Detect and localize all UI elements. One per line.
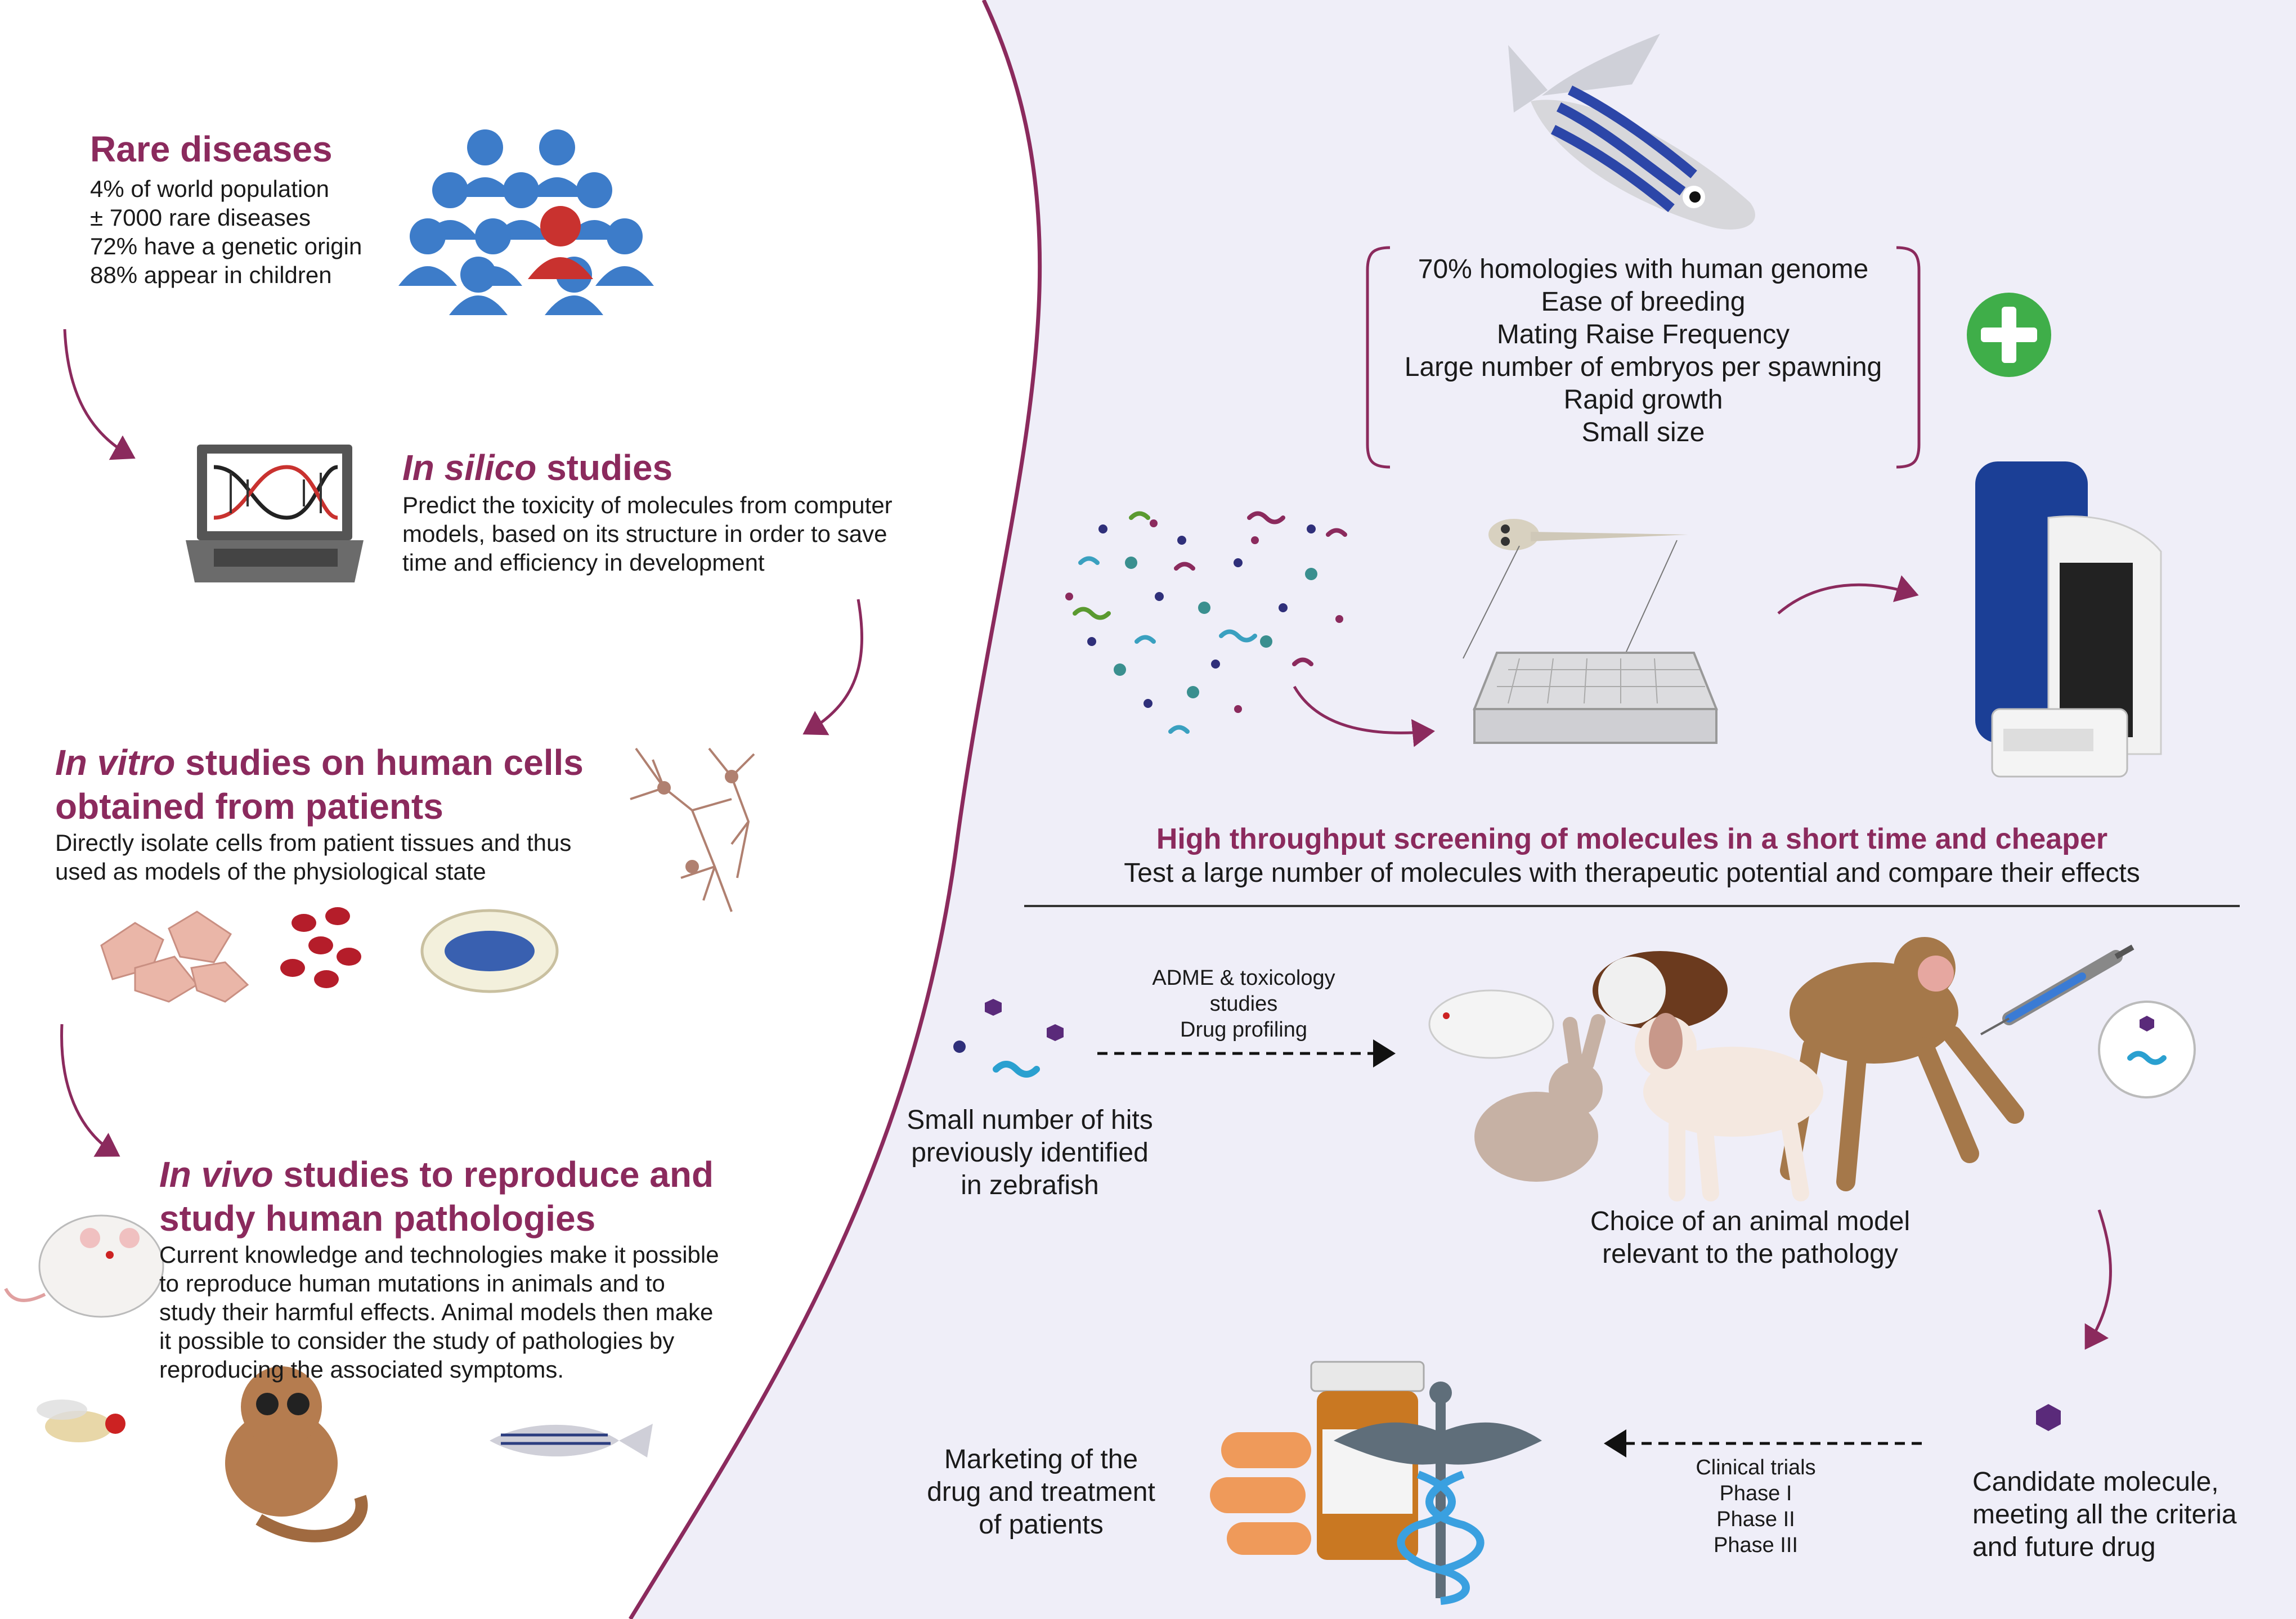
fruit-fly-icon: [37, 1400, 125, 1442]
in-vivo-title: In vivo studies to reproduce and study h…: [159, 1152, 714, 1240]
in-vitro-title: In vitro studies on human cells obtained…: [55, 741, 584, 828]
in-vivo-title-rest: studies to reproduce and: [273, 1154, 714, 1195]
mouse-lemur-icon: [225, 1366, 368, 1542]
marketing-line: of patients: [979, 1510, 1104, 1540]
crowd-icon: [398, 129, 654, 315]
hits-label: Small number of hits previously identifi…: [878, 1104, 1182, 1202]
clinical-trials-label: Clinical trials Phase I Phase II Phase I…: [1660, 1455, 1851, 1558]
advantage-item: Mating Raise Frequency: [1496, 320, 1790, 349]
candidate-line: Candidate molecule,: [1972, 1467, 2219, 1497]
rare-diseases-facts: 4% of world population ± 7000 rare disea…: [90, 174, 362, 289]
hits-label-line: previously identified: [911, 1138, 1149, 1168]
in-vivo-title-line1: In vivo studies to reproduce and: [159, 1152, 714, 1196]
in-vivo-title-line2: study human pathologies: [159, 1198, 596, 1239]
clinical-trials-line: Phase III: [1714, 1533, 1798, 1557]
advantage-item: 70% homologies with human genome: [1418, 254, 1869, 284]
caduceus-icon: [1334, 1382, 1542, 1605]
advantage-item: Rapid growth: [1563, 385, 1723, 415]
clinical-trials-line: Phase I: [1719, 1482, 1792, 1505]
plus-icon: [1967, 293, 2051, 377]
in-vitro-title-em: In vitro: [55, 742, 176, 783]
marketing-line: Marketing of the: [944, 1445, 1138, 1474]
zebrafish-small-icon: [490, 1424, 653, 1457]
animal-model-label: Choice of an animal model relevant to th…: [1519, 1205, 1981, 1271]
preclinical-arrow-label: ADME & toxicology studies Drug profiling: [1120, 965, 1367, 1043]
in-silico-line: time and efficiency in development: [402, 549, 765, 576]
flow-arrow-plate-to-imager: [1777, 575, 1919, 615]
imaging-system-icon: [1975, 461, 2162, 778]
divider-curve: [629, 0, 1042, 1619]
in-vitro-description: Directly isolate cells from patient tiss…: [55, 828, 571, 886]
candidate-molecule-icon: [2036, 1404, 2061, 1431]
in-vitro-line: Directly isolate cells from patient tiss…: [55, 829, 572, 856]
in-vivo-title-em: In vivo: [159, 1154, 273, 1195]
flow-arrow-3: [60, 1024, 120, 1157]
advantages-bracket-right: [1896, 246, 1921, 469]
in-vivo-line: study their harmful effects. Animal mode…: [159, 1299, 714, 1325]
flow-arrow-animals-to-candidate: [2084, 1209, 2112, 1350]
preclinical-arrow-line: Drug profiling: [1180, 1018, 1307, 1042]
hts-title: High throughput screening of molecules i…: [1156, 823, 2108, 855]
rat-icon: [4, 1214, 164, 1318]
advantage-item: Ease of breeding: [1541, 287, 1746, 317]
hits-label-line: Small number of hits: [907, 1105, 1153, 1135]
flow-arrow-2: [802, 599, 864, 735]
rare-fact-line: ± 7000 rare diseases: [90, 204, 311, 231]
advantages-bracket-left: [1366, 246, 1391, 469]
candidate-molecule-label: Candidate molecule, meeting all the crit…: [1972, 1466, 2237, 1564]
flow-arrow-molecules-to-plate: [1293, 685, 1435, 747]
rare-fact-line: 72% have a genetic origin: [90, 233, 362, 259]
zebrafish-larva-icon: [1463, 519, 1688, 665]
marketing-line: drug and treatment: [927, 1477, 1155, 1507]
in-silico-line: models, based on its structure in order …: [402, 521, 887, 547]
in-silico-line: Predict the toxicity of molecules from c…: [402, 492, 893, 518]
in-vitro-title-line1: In vitro studies on human cells: [55, 741, 584, 784]
in-vivo-description: Current knowledge and technologies make …: [159, 1240, 719, 1384]
laptop-dna-icon: [186, 445, 364, 582]
well-plate-icon: [1473, 652, 1718, 744]
animal-model-line: relevant to the pathology: [1602, 1239, 1898, 1269]
rare-fact-line: 88% appear in children: [90, 262, 332, 288]
right-panel-background: [630, 0, 2296, 1619]
candidate-line: meeting all the criteria: [1972, 1500, 2237, 1530]
animal-model-line: Choice of an animal model: [1590, 1207, 1911, 1236]
clinical-trials-line: Phase II: [1716, 1508, 1795, 1531]
molecule-cloud-icon: [1065, 511, 1347, 734]
fibroblast-cells-icon: [100, 911, 249, 1003]
neuron-icon: [630, 747, 755, 912]
rare-fact-line: 4% of world population: [90, 176, 329, 202]
in-vivo-line: reproducing the associated symptoms.: [159, 1356, 564, 1383]
advantage-item: Large number of embryos per spawning: [1404, 352, 1882, 382]
in-vitro-line: used as models of the physiological stat…: [55, 858, 486, 885]
syringe-icon: [1980, 944, 2196, 1098]
petri-dish-icon: [420, 909, 559, 993]
in-vivo-line: it possible to consider the study of pat…: [159, 1328, 675, 1354]
preclinical-arrow-line: ADME & toxicology: [1152, 966, 1335, 990]
hts-subtitle: Test a large number of molecules with th…: [1124, 858, 2140, 888]
preclinical-arrow-line: studies: [1209, 992, 1278, 1016]
zebrafish-advantages-list: 70% homologies with human genome Ease of…: [1362, 253, 1925, 449]
in-silico-title-em: In silico: [402, 447, 537, 488]
in-silico-description: Predict the toxicity of molecules from c…: [402, 491, 893, 577]
in-vivo-line: to reproduce human mutations in animals …: [159, 1270, 665, 1297]
in-silico-title: In silico studies: [402, 446, 672, 490]
hits-label-line: in zebrafish: [961, 1170, 1099, 1200]
advantage-item: Small size: [1581, 418, 1705, 447]
animal-models-icon: [1428, 937, 2024, 1201]
in-vivo-line: Current knowledge and technologies make …: [159, 1241, 719, 1268]
hit-molecules-icon: [953, 999, 1064, 1078]
marketing-label: Marketing of the drug and treatment of p…: [906, 1443, 1176, 1541]
flow-arrow-1: [63, 329, 136, 460]
rare-diseases-title: Rare diseases: [90, 129, 333, 169]
zebrafish-large-icon: [1508, 34, 1755, 230]
red-blood-cells-icon: [280, 907, 361, 988]
clinical-trials-line: Clinical trials: [1696, 1456, 1816, 1479]
in-vitro-title-line2: obtained from patients: [55, 786, 443, 827]
candidate-line: and future drug: [1972, 1532, 2156, 1562]
in-silico-title-rest: studies: [536, 447, 673, 488]
in-vitro-title-rest: studies on human cells: [175, 742, 584, 783]
